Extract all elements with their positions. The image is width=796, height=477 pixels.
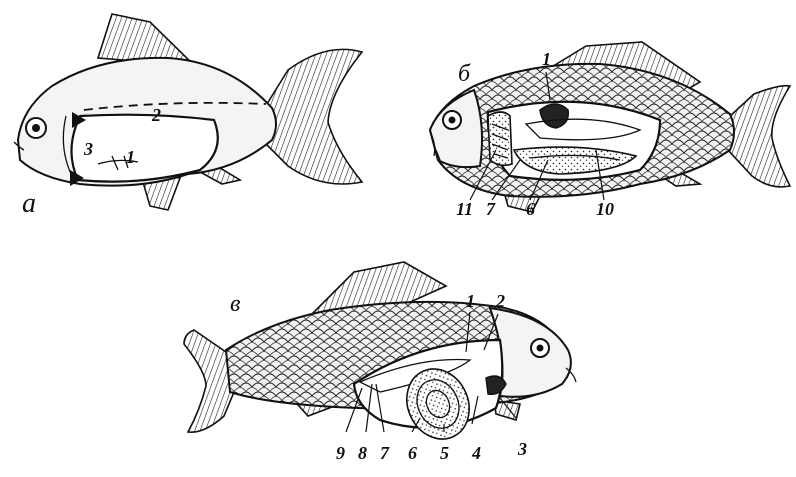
label-v-7: 7 [380, 444, 389, 462]
label-v-3: 3 [518, 440, 527, 458]
label-b-1: 1 [542, 50, 551, 68]
panel-letter-b: б [458, 62, 470, 86]
fish-a-cut-outline [71, 115, 217, 182]
label-v-9: 9 [336, 444, 345, 462]
label-b-11: 11 [456, 200, 473, 218]
label-v-2: 2 [496, 292, 505, 310]
label-v-1: 1 [466, 292, 475, 310]
fish-v-tail-fin [184, 330, 234, 432]
label-b-10: 10 [596, 200, 614, 218]
fish-a [14, 14, 362, 210]
label-b-6: 6 [526, 200, 535, 218]
panel-letter-a: а [22, 190, 36, 218]
panel-letter-v: в [230, 292, 240, 316]
label-v-8: 8 [358, 444, 367, 462]
label-v-6: 6 [408, 444, 417, 462]
fish-v [184, 262, 576, 449]
label-b-7: 7 [486, 200, 495, 218]
label-a-2: 2 [152, 106, 161, 124]
label-v-5: 5 [440, 444, 449, 462]
fish-b [430, 42, 790, 212]
label-a-1: 1 [126, 148, 135, 166]
label-a-3: 3 [84, 140, 93, 158]
fish-b-tail-fin [728, 86, 790, 187]
fish-a-tail-fin [262, 49, 362, 184]
label-v-4: 4 [472, 444, 481, 462]
